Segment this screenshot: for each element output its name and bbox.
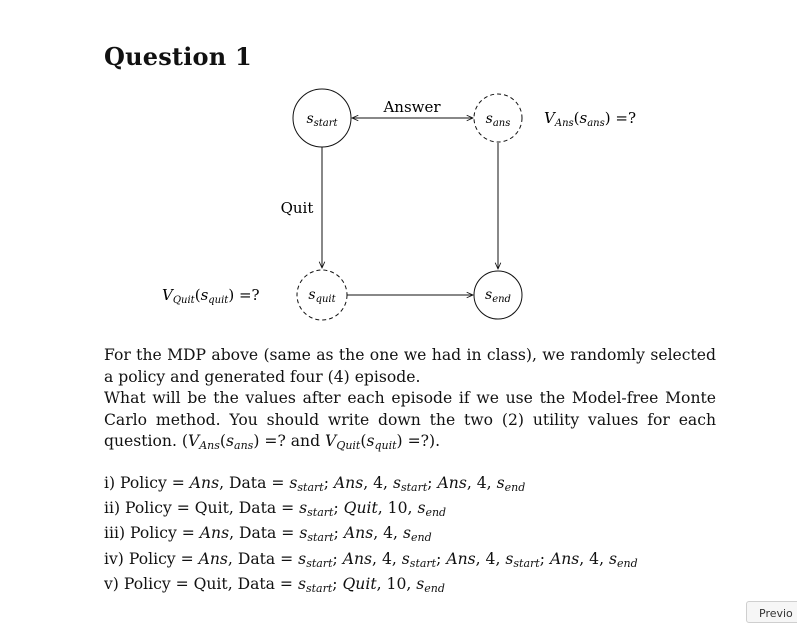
node-quit-label: squit [308, 287, 336, 305]
reward: , 4, [372, 549, 402, 568]
data-word: , Data = [227, 574, 298, 593]
reward: , 4, [475, 549, 506, 568]
state-symbol: sstart [298, 549, 333, 570]
node-quit [296, 269, 348, 321]
separator: ; [539, 549, 550, 568]
state-symbol: send [496, 474, 526, 494]
separator: ; [333, 524, 344, 543]
question-text: For the MDP above (same as the one we ha… [104, 345, 716, 457]
policy-word: Policy = [125, 499, 195, 518]
state-symbol: send [402, 524, 432, 545]
episode-number: iii) [104, 524, 131, 543]
reward: , 4, [363, 474, 393, 492]
question-instruction: What will be the values after each episo… [104, 389, 716, 452]
episode-item: iii) Policy = Ans, Data = sstart; Ans, 4… [104, 523, 638, 548]
separator: ; [427, 474, 438, 492]
episode-number: iv) [104, 549, 129, 568]
previous-button[interactable]: Previo [746, 601, 797, 623]
state-symbol: send [416, 574, 445, 595]
state-symbol: sstart [297, 574, 333, 595]
node-ans-label: sans [486, 111, 511, 129]
edge-label-quit: Quit [281, 199, 314, 217]
policy-word: Policy = [128, 549, 199, 568]
state-symbol: sstart [401, 549, 437, 570]
state-symbol: sstart [289, 474, 324, 494]
policy-value: Quit [194, 499, 229, 518]
node-end-label: send [485, 287, 511, 305]
data-word: , Data = [228, 499, 300, 518]
episode-number: i) [104, 474, 121, 492]
separator: ; [436, 549, 447, 568]
separator: ; [332, 549, 343, 568]
policy-value: Ans [198, 549, 228, 568]
value-label-quit: VQuit(squit) =? [162, 286, 260, 306]
episode-number: v) [104, 574, 124, 593]
reward: , 4, [579, 549, 609, 568]
node-start-label: sstart [306, 111, 338, 129]
data-word: , Data = [229, 524, 300, 543]
state-symbol: send [609, 549, 638, 570]
value-label-ans: VAns(sans) =? [544, 109, 636, 129]
episode-list: i) Policy = Ans, Data = sstart; Ans, 4, … [104, 473, 638, 599]
episode-item: ii) Policy = Quit, Data = sstart; Quit, … [104, 498, 638, 523]
data-word: , Data = [227, 549, 299, 568]
action: Ans [549, 549, 580, 568]
policy-value: Ans [199, 524, 230, 543]
separator: ; [333, 499, 344, 518]
state-symbol: sstart [392, 474, 428, 494]
question-intro: For the MDP above (same as the one we ha… [104, 346, 716, 386]
state-symbol: send [417, 499, 447, 520]
reward: , 4, [466, 474, 497, 492]
reward: , 4, [373, 524, 403, 543]
policy-value: Quit [193, 574, 228, 593]
state-symbol: sstart [299, 524, 334, 545]
policy-word: Policy = [130, 524, 200, 543]
episode-number: ii) [104, 499, 126, 518]
policy-word: Policy = [123, 574, 194, 593]
reward: , 10, [377, 499, 418, 518]
mdp-diagram: sstart sans squit send Answer Quit VAns(… [162, 88, 636, 321]
edge-label-answer: Answer [382, 98, 441, 116]
episode-item: iv) Policy = Ans, Data = sstart; Ans, 4,… [104, 549, 638, 574]
action: Ans [342, 549, 373, 568]
node-end [473, 270, 523, 320]
question-values: (VAns(sans) =? and VQuit(squit) =?). [181, 432, 441, 452]
data-word: , Data = [219, 474, 290, 492]
action: Quit [343, 499, 378, 518]
node-ans [473, 93, 523, 143]
episode-item: i) Policy = Ans, Data = sstart; Ans, 4, … [104, 473, 638, 498]
question-title: Question 1 [104, 42, 252, 71]
action: Quit [342, 574, 377, 593]
action: Ans [343, 524, 374, 543]
separator: ; [332, 574, 343, 593]
episode-item: v) Policy = Quit, Data = sstart; Quit, 1… [104, 574, 638, 599]
state-symbol: sstart [299, 499, 334, 520]
action: Ans [446, 549, 476, 568]
state-symbol: sstart [505, 549, 540, 570]
reward: , 10, [376, 574, 417, 593]
separator: ; [323, 474, 334, 492]
policy-value: Ans [189, 474, 220, 492]
node-start [292, 88, 352, 148]
action: Ans [437, 474, 467, 492]
policy-word: Policy = [120, 474, 190, 492]
action: Ans [333, 474, 364, 492]
